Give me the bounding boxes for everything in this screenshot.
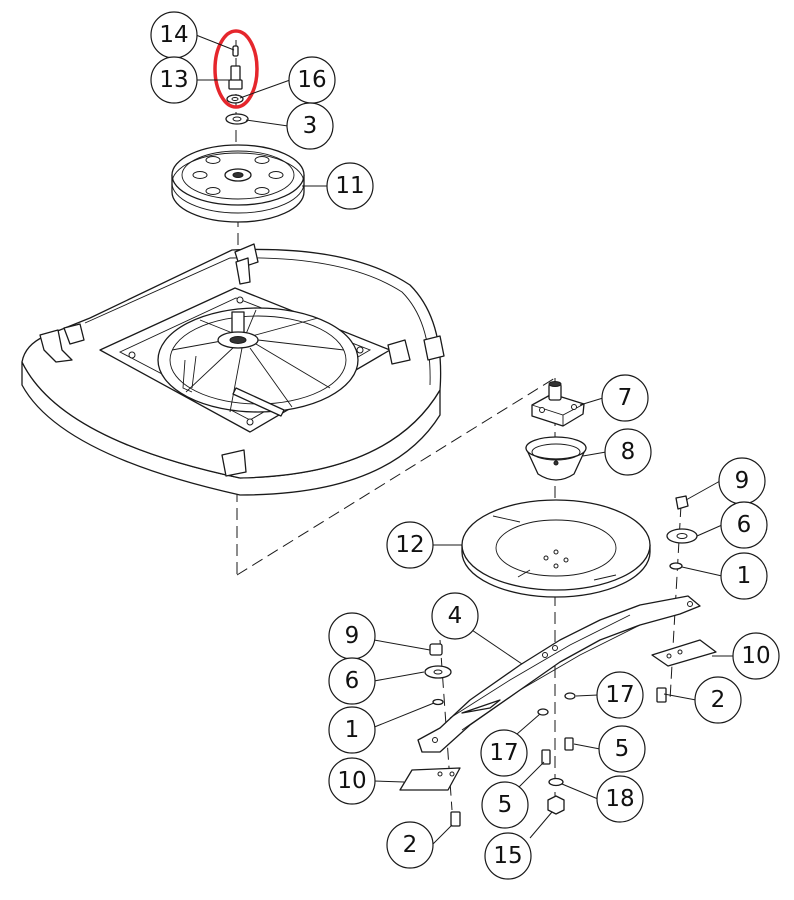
callout-label: 10	[337, 768, 366, 794]
highlight-ring	[213, 29, 259, 109]
callout-1-right: 1	[720, 552, 768, 600]
callout-label: 12	[395, 532, 424, 558]
cup-part	[525, 436, 587, 481]
disc-part	[461, 499, 651, 598]
callout-label: 4	[448, 603, 463, 629]
mower-deck	[21, 243, 445, 496]
callout-8: 8	[604, 428, 652, 476]
callout-5-left: 5	[481, 781, 529, 829]
callout-17-upper: 17	[596, 671, 644, 719]
spindle-bolt-part	[228, 65, 243, 90]
callouts: 14 13 16 3 11 7 8 9	[150, 11, 780, 880]
callout-15: 15	[484, 832, 532, 880]
pulley-part	[171, 144, 305, 223]
callout-label: 16	[297, 67, 326, 93]
callout-14: 14	[150, 11, 198, 59]
callout-2-left: 2	[386, 821, 434, 869]
callout-label: 17	[489, 740, 518, 766]
callout-label: 6	[737, 512, 752, 538]
callout-16: 16	[288, 56, 336, 104]
callout-label: 8	[621, 439, 636, 465]
callout-label: 15	[493, 843, 522, 869]
callout-label: 6	[345, 668, 360, 694]
blade-hub-part	[531, 381, 585, 427]
callout-12: 12	[386, 521, 434, 569]
callout-label: 18	[605, 786, 634, 812]
callout-9-right: 9	[718, 457, 766, 505]
callout-label: 14	[159, 22, 188, 48]
callout-11: 11	[326, 162, 374, 210]
callout-6-left: 6	[328, 657, 376, 705]
callout-2-right: 2	[694, 676, 742, 724]
callout-1-left: 1	[328, 706, 376, 754]
callout-3: 3	[286, 102, 334, 150]
callout-10-left: 10	[328, 757, 376, 805]
right-hardware-stack	[666, 495, 698, 570]
leader-lines	[195, 34, 734, 846]
callout-label: 5	[615, 736, 630, 762]
blade-left-part	[399, 767, 461, 791]
small-hardware	[450, 687, 667, 827]
callout-4: 4	[431, 592, 479, 640]
left-hardware-stack	[424, 643, 452, 706]
callout-9-left: 9	[328, 612, 376, 660]
callout-label: 13	[159, 67, 188, 93]
callout-label: 9	[345, 623, 360, 649]
blade-right-part	[651, 639, 717, 667]
callout-label: 7	[618, 385, 633, 411]
callout-label: 2	[711, 687, 726, 713]
pin-part	[232, 45, 239, 57]
callout-label: 10	[741, 643, 770, 669]
callout-5-right: 5	[598, 725, 646, 773]
callout-13: 13	[150, 56, 198, 104]
callout-label: 1	[345, 717, 360, 743]
callout-label: 1	[737, 563, 752, 589]
callout-label: 3	[303, 113, 318, 139]
callout-label: 9	[735, 468, 750, 494]
callout-17-lower: 17	[480, 729, 528, 777]
callout-18: 18	[596, 775, 644, 823]
callout-label: 2	[403, 832, 418, 858]
callout-7: 7	[601, 374, 649, 422]
callout-10-right: 10	[732, 632, 780, 680]
callout-6-right: 6	[720, 501, 768, 549]
callout-label: 17	[605, 682, 634, 708]
washer-part	[225, 113, 249, 125]
callout-label: 5	[498, 792, 513, 818]
small-washer-part	[226, 94, 244, 104]
callout-label: 11	[335, 173, 364, 199]
blade-bar-part	[417, 595, 701, 753]
